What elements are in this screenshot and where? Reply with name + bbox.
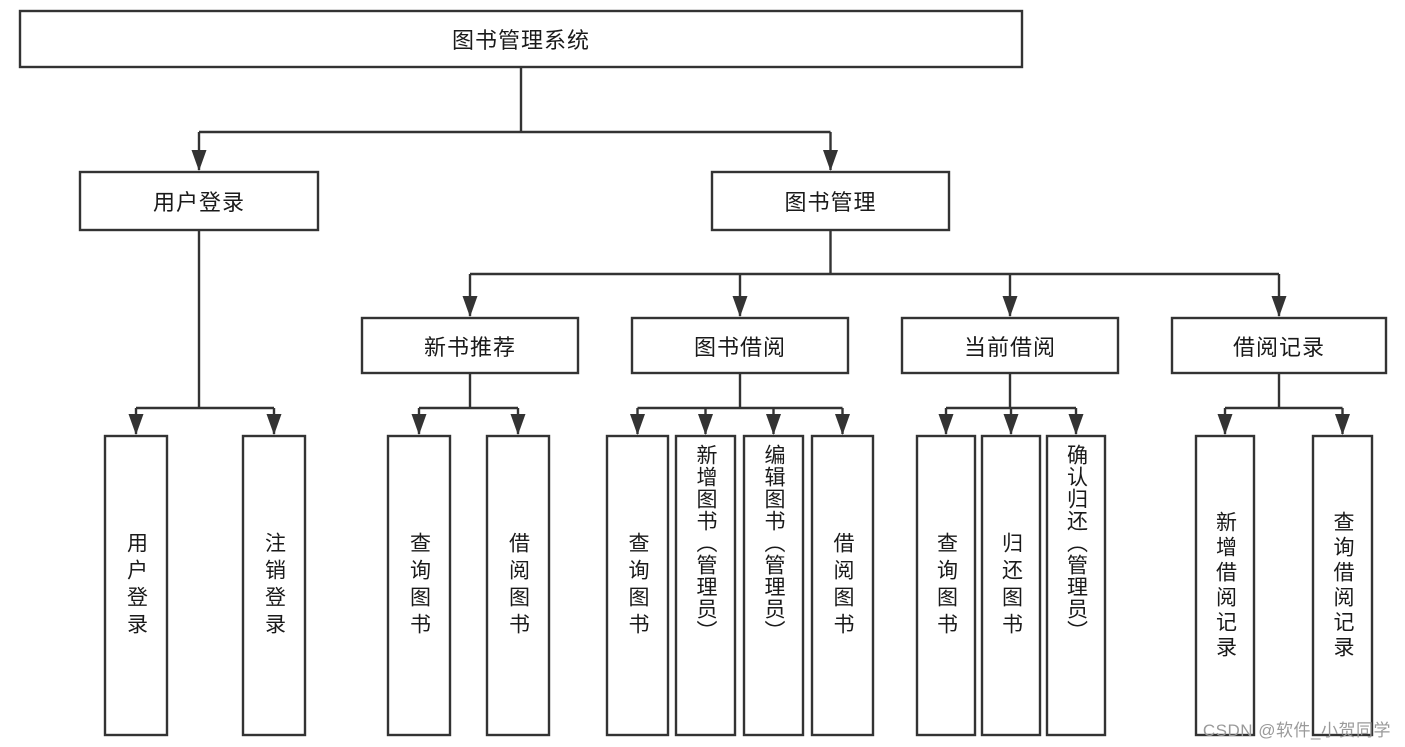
arrow-head-new-book-recommend xyxy=(462,296,478,317)
node-box-leaf-add-borrow-record[interactable] xyxy=(1194,434,1256,737)
arrow-head-leaf-edit-book-admin xyxy=(766,414,781,435)
arrow-head-leaf-return-book xyxy=(1003,414,1019,435)
node-box-book-manage[interactable] xyxy=(710,170,951,232)
node-box-leaf-query-borrow-record[interactable] xyxy=(1311,434,1374,737)
node-box-leaf-edit-book-admin[interactable] xyxy=(742,434,805,737)
arrow-head-user-login xyxy=(191,150,207,171)
arrow-head-borrow-record xyxy=(1271,296,1287,317)
arrow-head-current-borrow xyxy=(1002,296,1018,317)
node-box-borrow-record[interactable] xyxy=(1170,316,1388,375)
node-box-root[interactable] xyxy=(18,9,1024,69)
arrow-head-leaf-borrow-book-1 xyxy=(510,414,526,435)
node-box-leaf-query-book-1[interactable] xyxy=(386,434,452,737)
node-box-user-login[interactable] xyxy=(78,170,320,232)
arrow-head-leaf-add-book-admin xyxy=(698,414,713,435)
node-box-book-borrow[interactable] xyxy=(630,316,850,375)
node-box-leaf-logout[interactable] xyxy=(241,434,307,737)
arrow-head-leaf-query-book-3 xyxy=(938,414,954,435)
node-box-leaf-confirm-return-admin[interactable] xyxy=(1045,434,1107,737)
arrow-head-leaf-confirm-return-admin xyxy=(1068,414,1084,435)
node-box-leaf-query-book-2[interactable] xyxy=(605,434,670,737)
node-box-leaf-return-book[interactable] xyxy=(980,434,1042,737)
arrow-head-leaf-query-borrow-record xyxy=(1335,414,1350,435)
node-box-leaf-borrow-book-1[interactable] xyxy=(485,434,551,737)
boxes-layer xyxy=(18,9,1388,737)
arrow-head-leaf-add-borrow-record xyxy=(1217,414,1233,435)
arrow-head-leaf-query-book-1 xyxy=(411,414,427,435)
arrow-head-leaf-user-login xyxy=(128,414,144,435)
arrow-head-book-manage xyxy=(823,150,838,171)
node-box-leaf-user-login[interactable] xyxy=(103,434,169,737)
connectors-layer xyxy=(128,67,1350,435)
node-box-leaf-add-book-admin[interactable] xyxy=(674,434,737,737)
node-box-leaf-borrow-book-2[interactable] xyxy=(810,434,875,737)
arrow-head-leaf-query-book-2 xyxy=(630,414,645,435)
node-box-new-book-recommend[interactable] xyxy=(360,316,580,375)
arrow-head-leaf-borrow-book-2 xyxy=(835,414,850,435)
arrow-head-book-borrow xyxy=(732,296,748,317)
node-box-current-borrow[interactable] xyxy=(900,316,1120,375)
node-box-leaf-query-book-3[interactable] xyxy=(915,434,977,737)
arrow-head-leaf-logout xyxy=(266,414,282,435)
csdn-watermark: CSDN @软件_小贺同学 xyxy=(1202,721,1391,740)
